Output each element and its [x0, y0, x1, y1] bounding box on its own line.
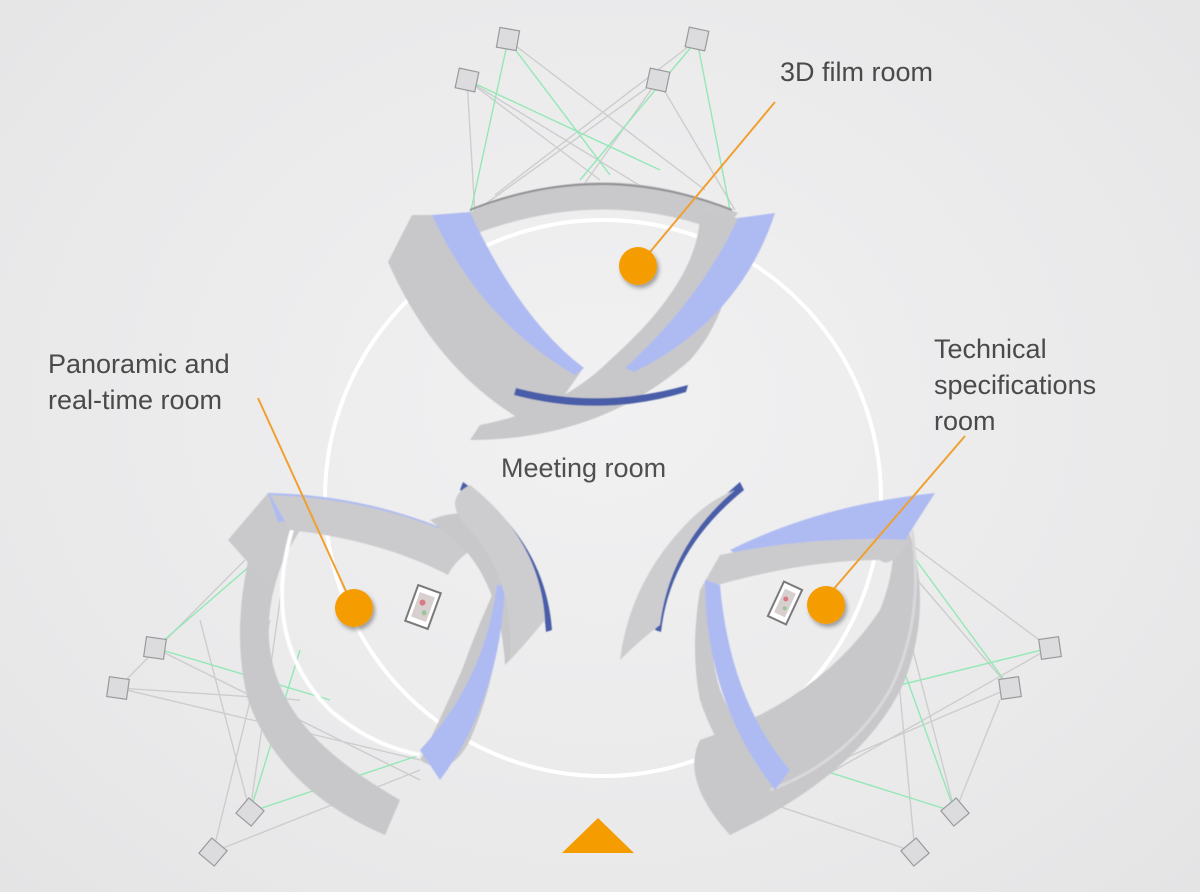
- leader-line-technical: [825, 435, 966, 599]
- technical-room-label-line1: Technical: [934, 334, 1047, 364]
- projector-icon: [143, 636, 167, 660]
- leader-lines: [257, 101, 966, 601]
- panoramic-room-label: Panoramic and real-time room: [48, 346, 230, 418]
- meeting-room-circle: [323, 218, 883, 778]
- location-marker-icon[interactable]: [619, 247, 657, 285]
- film-room-label-text: 3D film room: [780, 57, 934, 87]
- projector-icon: [645, 67, 671, 93]
- projector-icon: [495, 26, 521, 52]
- projector-icon: [106, 676, 130, 700]
- projector-icon: [198, 837, 228, 867]
- projection-beams: [117, 39, 1051, 853]
- location-marker-icon[interactable]: [807, 586, 845, 624]
- panoramic-room-structure: [228, 482, 552, 835]
- film-room-structure: [388, 182, 775, 440]
- room-markers: [335, 247, 845, 627]
- panoramic-room-label-line1: Panoramic and: [48, 349, 230, 379]
- projectors: [106, 26, 1062, 867]
- projector-icon: [900, 837, 930, 867]
- projector-icon: [684, 26, 710, 52]
- projector-icon: [940, 797, 970, 827]
- technical-room-structure: [620, 482, 935, 835]
- display-stand-icon: [403, 583, 443, 631]
- projector-icon: [235, 797, 265, 827]
- leader-line-3d-film: [644, 101, 776, 259]
- projector-icon: [454, 67, 480, 93]
- film-room-label: 3D film room: [780, 54, 933, 90]
- technical-room-label: Technical specifications room: [934, 331, 1096, 439]
- location-marker-icon[interactable]: [335, 589, 373, 627]
- leader-line-panoramic: [257, 397, 351, 601]
- projector-icon: [1038, 636, 1062, 660]
- technical-room-label-line3: room: [934, 406, 996, 436]
- projector-icon: [998, 676, 1022, 700]
- display-stand-icon: [766, 580, 804, 626]
- entrance-triangle-icon: [562, 818, 634, 853]
- meeting-room-label-text: Meeting room: [501, 453, 667, 483]
- panoramic-room-label-line2: real-time room: [48, 385, 223, 415]
- meeting-room-label: Meeting room: [501, 450, 666, 486]
- technical-room-label-line2: specifications: [934, 370, 1097, 400]
